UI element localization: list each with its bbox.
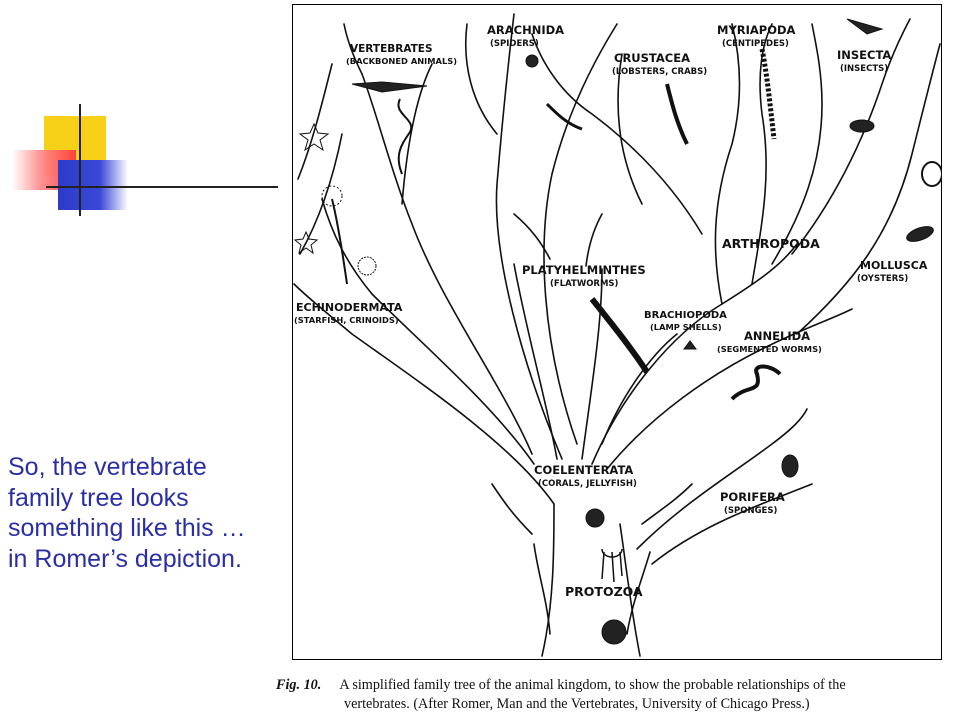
centipede-icon	[759, 48, 777, 140]
scorpion-icon	[545, 102, 583, 131]
branch-crustacea-mid	[617, 53, 643, 205]
lamprey-icon	[397, 98, 413, 175]
lobster-icon	[665, 83, 689, 145]
label-insecta-sub: (INSECTS)	[840, 64, 888, 74]
label-brachiopoda: BRACHIOPODA	[644, 310, 727, 321]
decor-vertical-line	[79, 104, 81, 216]
animal-family-tree: VERTEBRATES (BACKBONED ANIMALS) ARACHNID…	[293, 13, 942, 657]
coral-icon	[585, 508, 605, 528]
label-arachnida-sub: (SPIDERS)	[490, 39, 539, 49]
tree-labels: VERTEBRATES (BACKBONED ANIMALS) ARACHNID…	[294, 23, 928, 599]
fish-icon	[351, 81, 428, 93]
label-annelida-sub: (SEGMENTED WORMS)	[717, 344, 822, 354]
branch-platyhelminthes	[513, 263, 603, 460]
label-myriapoda-sub: (CENTIPEDES)	[722, 39, 789, 49]
branch-annelida-outer	[606, 308, 853, 470]
label-porifera-sub: (SPONGES)	[724, 506, 777, 516]
label-arthropoda: ARTHROPODA	[722, 236, 820, 251]
figure-caption: Fig. 10. A simplified family tree of the …	[276, 676, 960, 714]
label-vertebrates: VERTEBRATES	[350, 43, 433, 55]
figure-frame	[292, 4, 942, 660]
label-mollusca: MOLLUSCA	[860, 259, 928, 272]
grasshopper-icon	[846, 18, 884, 35]
tree-branches	[293, 13, 941, 657]
ant-icon	[849, 119, 875, 133]
figure-caption-text-1: A simplified family tree of the animal k…	[339, 677, 846, 693]
branch-vertebrate-tips	[343, 23, 433, 205]
label-crustacea-sub: (LOBSTERS, CRABS)	[612, 67, 707, 77]
branch-echinoderm-outer	[293, 283, 555, 505]
trunk-inner	[533, 543, 651, 635]
branch-crustacea-left	[531, 33, 703, 235]
decor-horizontal-line	[46, 186, 278, 188]
branch-vertebrate-right	[361, 73, 533, 455]
starfish-small-icon	[293, 230, 319, 255]
branch-arachnida-tip	[464, 23, 498, 135]
sea-urchin-icon	[357, 256, 377, 276]
label-echinodermata-sub: (STARFISH, CRINOIDS)	[294, 315, 399, 325]
figure-caption-line-1: Fig. 10. A simplified family tree of the …	[276, 676, 960, 695]
label-crustacea: CRUSTACEA	[614, 51, 690, 65]
label-echinodermata: ECHINODERMATA	[296, 301, 403, 314]
label-coelenterata: COELENTERATA	[534, 463, 633, 477]
branch-mollusca	[796, 43, 941, 335]
organism-drawings	[293, 18, 942, 645]
label-vertebrates-sub: (BACKBONED ANIMALS)	[346, 56, 457, 66]
label-annelida: ANNELIDA	[744, 329, 810, 343]
branch-porifera	[636, 408, 808, 550]
jellyfish-icon	[601, 548, 623, 583]
crinoid-stalk-icon	[331, 198, 348, 285]
label-coelenterata-sub: (CORALS, JELLYFISH)	[538, 479, 637, 489]
branch-coelenterata	[491, 483, 693, 535]
branch-annelida	[591, 243, 798, 465]
branch-echinoderm-tips	[297, 63, 343, 255]
branch-arachnida-left	[495, 13, 563, 460]
snail-icon	[920, 161, 942, 187]
branch-porifera-outer	[651, 483, 813, 565]
lamp-shell-icon	[683, 340, 697, 350]
oyster-icon	[906, 226, 934, 242]
branch-crustacea	[714, 23, 741, 305]
branch-platyhelminthes-tips	[513, 213, 603, 267]
branch-brachiopoda	[601, 333, 678, 445]
branch-vertebrate-left	[321, 198, 535, 465]
trunk	[541, 503, 641, 657]
label-myriapoda: MYRIAPODA	[717, 23, 796, 37]
figure-caption-line-2: vertebrates. (After Romer, Man and the V…	[344, 696, 810, 712]
label-protozoa: PROTOZOA	[565, 584, 643, 599]
slide-caption: So, the vertebrate family tree looks som…	[8, 453, 246, 573]
label-brachiopoda-sub: (LAMP SHELLS)	[650, 322, 722, 332]
sponge-icon	[781, 454, 799, 478]
label-platyhelminthes: PLATYHELMINTHES	[522, 263, 646, 277]
figure-number: Fig. 10.	[276, 677, 322, 693]
segmented-worm-icon	[730, 364, 782, 401]
protozoan-icon	[601, 619, 627, 645]
decor-blue-square	[58, 160, 128, 210]
spider-icon	[525, 54, 539, 68]
branch-insecta-outer	[791, 18, 911, 255]
branch-arachnida-right	[543, 23, 618, 445]
label-arachnida: ARACHNIDA	[487, 23, 564, 37]
label-insecta: INSECTA	[837, 48, 891, 62]
starfish-icon	[298, 122, 330, 152]
label-mollusca-sub: (OYSTERS)	[857, 274, 908, 284]
branch-insecta	[771, 23, 823, 265]
crinoid-icon	[321, 185, 343, 207]
label-porifera: PORIFERA	[720, 490, 785, 504]
flatworm-icon	[589, 297, 650, 374]
label-platyhelminthes-sub: (FLATWORMS)	[550, 279, 619, 289]
